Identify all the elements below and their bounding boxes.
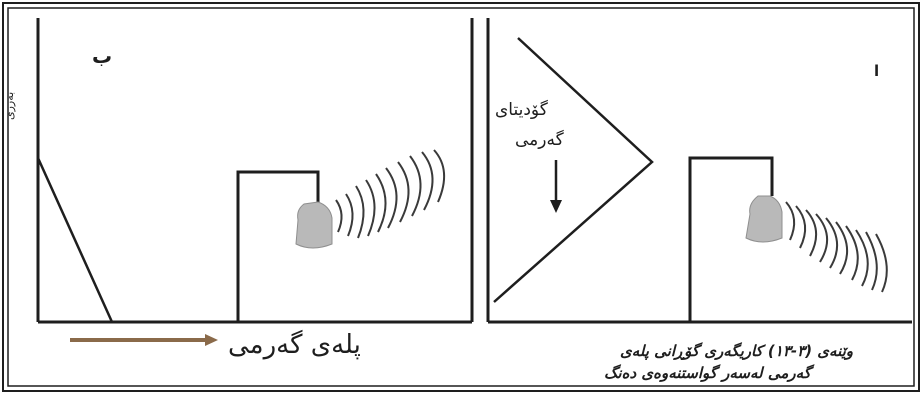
x-axis-arrow-head <box>205 334 218 346</box>
caption-line1: وێنەی (٣-١٣) کاریگەری گۆڕانی پلەی <box>620 342 853 360</box>
x-axis-label: پلەی گەرمی <box>228 330 361 360</box>
speaker-icon-right <box>746 196 782 242</box>
sound-waves-left <box>336 150 444 238</box>
caption-line2: گەرمی لەسەر گواستنەوەی دەنگ <box>604 364 811 382</box>
wave-label-line2: گەرمی <box>515 130 564 150</box>
temperature-profile-triangle <box>494 38 652 302</box>
down-arrow-head <box>550 200 562 213</box>
outer-border <box>3 3 919 391</box>
panel-left-label: ب <box>92 44 112 68</box>
panel-right <box>488 18 912 322</box>
wave-label-line1: گۆدیتای <box>495 100 548 120</box>
speaker-icon-left <box>296 202 332 248</box>
sound-waves-right <box>786 202 887 292</box>
inner-border <box>8 8 914 386</box>
temperature-gradient-line <box>38 158 112 322</box>
panel-right-label: ا <box>874 62 879 80</box>
y-axis-label: بەرزی <box>3 92 16 120</box>
